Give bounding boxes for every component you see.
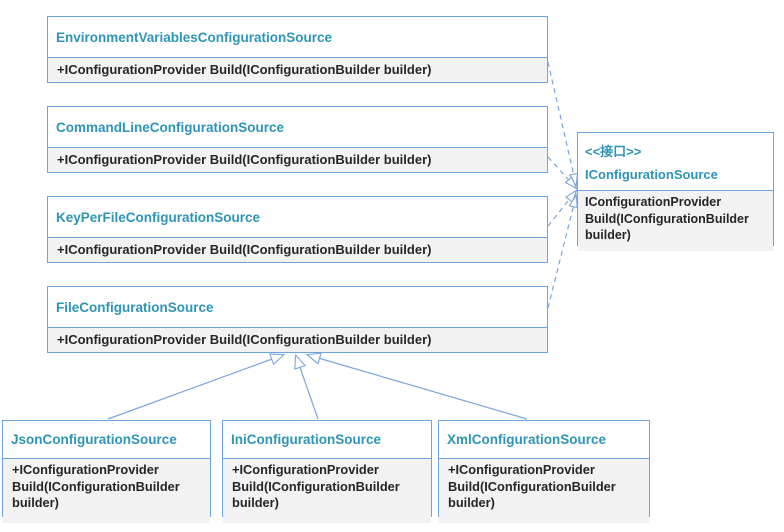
class-name: FileConfigurationSource <box>48 287 547 328</box>
class-method: +IConfigurationProvider Build(IConfigura… <box>48 238 547 262</box>
class-box-ini-configuration-source: IniConfigurationSource +IConfigurationPr… <box>222 420 432 523</box>
class-method: +IConfigurationProvider Build(IConfigura… <box>48 148 547 172</box>
class-name: CommandLineConfigurationSource <box>48 107 547 148</box>
realization-cmd-to-iconfigurationsource <box>547 156 578 191</box>
class-box-environment-variables-configuration-source: EnvironmentVariablesConfigurationSource … <box>47 16 548 83</box>
inheritance-json-to-fileconfigurationsource <box>107 353 286 420</box>
class-name: JsonConfigurationSource <box>3 421 210 459</box>
interface-header: <<接口>> IConfigurationSource <box>578 133 773 191</box>
class-name: EnvironmentVariablesConfigurationSource <box>48 17 547 58</box>
class-box-file-configuration-source: FileConfigurationSource +IConfigurationP… <box>47 286 548 353</box>
inheritance-ini-to-fileconfigurationsource <box>294 353 319 420</box>
interface-name: IConfigurationSource <box>585 167 718 182</box>
interface-box-iconfiguration-source: <<接口>> IConfigurationSource IConfigurati… <box>577 132 774 251</box>
interface-stereotype: <<接口>> <box>585 144 642 159</box>
class-method: +IConfigurationProvider Build(IConfigura… <box>223 459 431 523</box>
realization-file-to-iconfigurationsource <box>547 193 578 309</box>
class-name: IniConfigurationSource <box>223 421 431 459</box>
realization-kpf-to-iconfigurationsource <box>547 188 578 227</box>
class-box-xml-configuration-source: XmlConfigurationSource +IConfigurationPr… <box>438 420 650 523</box>
realization-env-to-iconfigurationsource <box>547 61 579 188</box>
class-method: +IConfigurationProvider Build(IConfigura… <box>48 58 547 82</box>
class-method: +IConfigurationProvider Build(IConfigura… <box>3 459 210 523</box>
class-method: +IConfigurationProvider Build(IConfigura… <box>439 459 649 523</box>
interface-method: IConfigurationProvider Build(IConfigurat… <box>578 191 773 251</box>
class-name: XmlConfigurationSource <box>439 421 649 459</box>
class-box-key-per-file-configuration-source: KeyPerFileConfigurationSource +IConfigur… <box>47 196 548 263</box>
class-box-json-configuration-source: JsonConfigurationSource +IConfigurationP… <box>2 420 211 523</box>
class-box-command-line-configuration-source: CommandLineConfigurationSource +IConfigu… <box>47 106 548 173</box>
inheritance-xml-to-fileconfigurationsource <box>305 352 528 420</box>
class-name: KeyPerFileConfigurationSource <box>48 197 547 238</box>
class-method: +IConfigurationProvider Build(IConfigura… <box>48 328 547 352</box>
